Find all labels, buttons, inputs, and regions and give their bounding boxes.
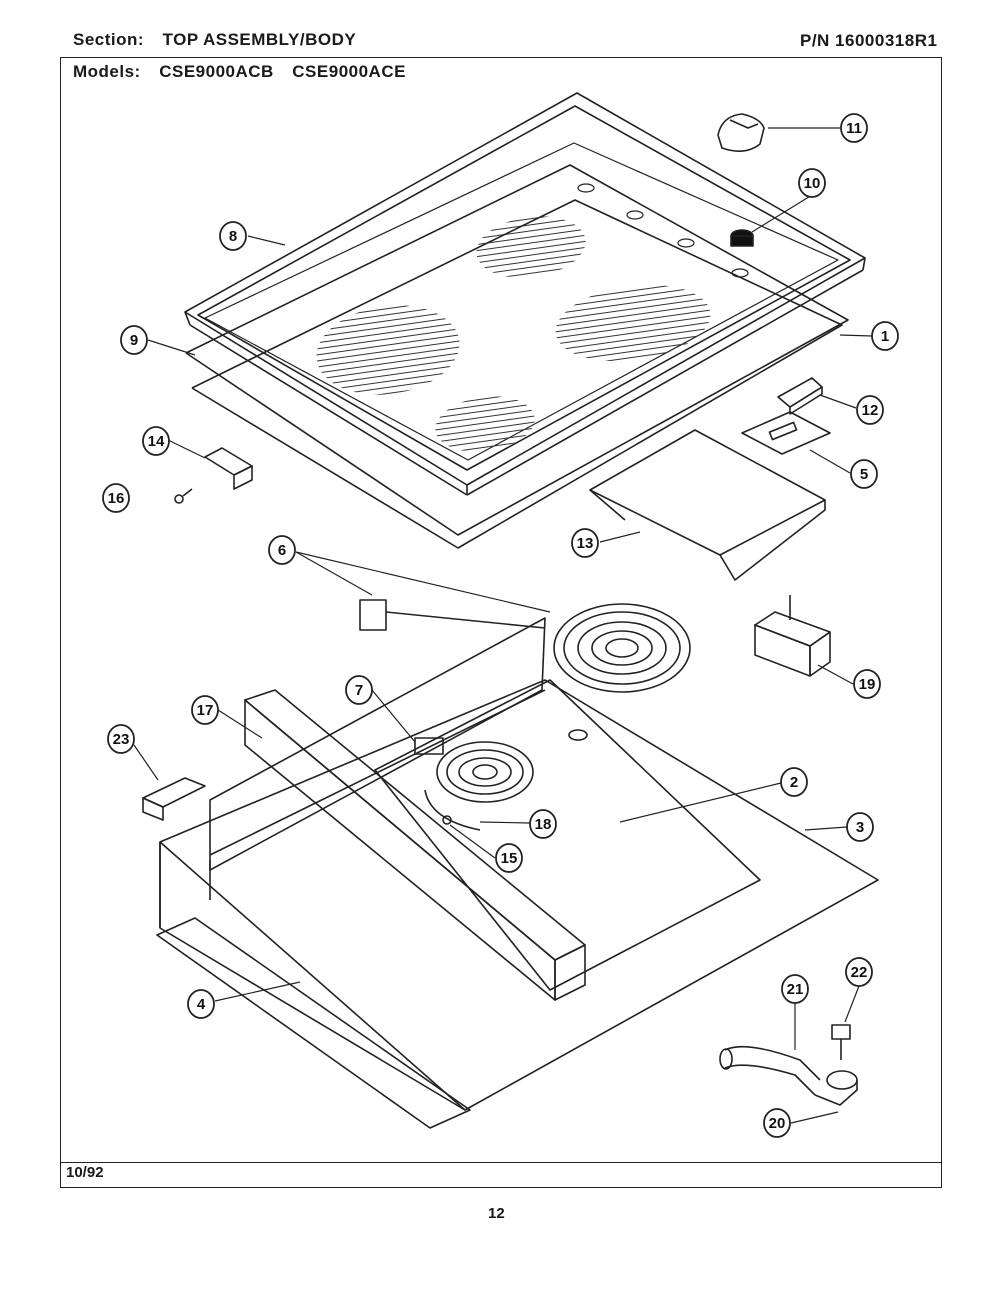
model-1: CSE9000ACB [159,62,274,81]
callout-12: 12 [856,395,884,425]
callout-2: 2 [780,767,808,797]
svg-text:15: 15 [501,850,518,867]
callout-3: 3 [846,812,874,842]
footer-divider [60,1162,942,1163]
svg-text:4: 4 [197,996,206,1013]
svg-text:23: 23 [113,731,130,748]
callout-7: 7 [345,675,373,705]
callout-15: 15 [495,843,523,873]
callout-17: 17 [191,695,219,725]
callout-14: 14 [142,426,170,456]
svg-text:6: 6 [278,542,286,559]
terminal-block-23 [142,777,206,821]
strap-18 [424,789,481,831]
svg-text:16: 16 [108,490,125,507]
callout-5: 5 [850,459,878,489]
svg-text:10: 10 [804,175,821,192]
callouts: 11 10 8 9 1 12 5 14 16 13 6 19 7 17 23 2… [102,113,899,1138]
callout-18: 18 [529,809,557,839]
models-label: Models: [73,62,141,81]
panel-13 [589,429,826,581]
callout-11: 11 [840,113,868,143]
svg-text:13: 13 [577,535,594,552]
svg-text:19: 19 [859,676,876,693]
nut-22 [831,1024,851,1060]
switch-6 [359,599,546,631]
svg-text:7: 7 [355,682,363,699]
knob-holes [577,183,749,278]
callout-13: 13 [571,528,599,558]
bracket-14 [204,447,253,490]
callout-22: 22 [845,957,873,987]
callout-9: 9 [120,325,148,355]
callout-10: 10 [798,168,826,198]
callout-8: 8 [219,221,247,251]
bottom-panel-4 [156,917,471,1129]
gaskets [185,164,849,549]
svg-text:11: 11 [846,120,862,137]
revision-date: 10/92 [66,1164,104,1181]
svg-text:12: 12 [862,402,879,419]
page-number: 12 [488,1205,505,1222]
svg-text:22: 22 [851,964,868,981]
bracket-5 [741,411,831,455]
callout-16: 16 [102,483,130,513]
knob-10 [730,229,754,247]
svg-text:20: 20 [769,1115,786,1132]
burner-zones [316,216,711,452]
crossbar-17 [244,689,586,1001]
screw-16 [174,488,193,504]
svg-text:17: 17 [197,702,214,719]
callout-4: 4 [187,989,215,1019]
switch-19 [754,595,831,677]
fitting-20 [814,1070,858,1106]
knob-11 [717,113,765,152]
small-element [414,737,534,803]
svg-text:18: 18 [535,816,552,833]
svg-text:8: 8 [229,228,237,245]
large-element [553,603,691,693]
model-2: CSE9000ACE [292,62,406,81]
rear-plate [209,617,546,871]
leader-lines [133,127,873,1124]
callout-21: 21 [781,974,809,1004]
callout-1: 1 [871,321,899,351]
body-frame [159,679,879,1111]
svg-text:1: 1 [881,328,889,345]
plate-2 [374,679,761,991]
callout-6: 6 [268,535,296,565]
svg-text:3: 3 [856,819,864,836]
svg-text:14: 14 [148,433,165,450]
svg-text:2: 2 [790,774,798,791]
svg-text:5: 5 [860,466,868,483]
svg-text:9: 9 [130,332,138,349]
svg-text:21: 21 [787,981,804,998]
cooktop-frame [184,92,866,496]
section-value: TOP ASSEMBLY/BODY [162,30,357,49]
callout-19: 19 [853,669,881,699]
section-label: Section: [73,30,145,49]
part-12 [777,377,823,415]
callout-20: 20 [763,1108,791,1138]
diagram-frame [60,57,942,1188]
tube-21 [719,1045,821,1096]
callout-23: 23 [107,724,135,754]
part-number: P/N 16000318R1 [800,31,938,50]
